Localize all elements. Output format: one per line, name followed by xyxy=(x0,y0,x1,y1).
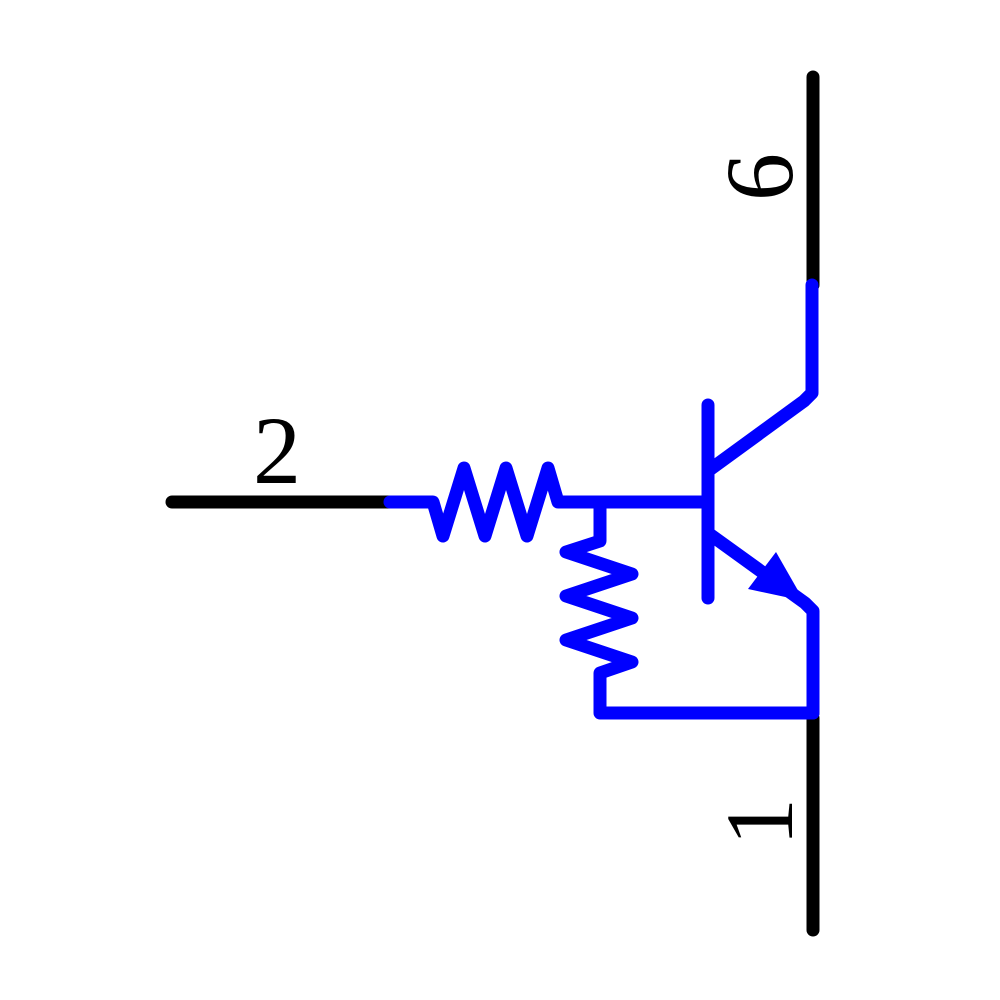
pin2-label: 2 xyxy=(253,397,301,504)
pin6-label: 6 xyxy=(706,153,813,201)
emitter-arrow-icon xyxy=(748,552,804,601)
pin-stubs xyxy=(165,70,820,937)
pin1-label: 1 xyxy=(706,798,813,846)
base-resistor xyxy=(383,461,709,543)
emitter-wire xyxy=(701,526,820,720)
base-emitter-resistor xyxy=(559,495,820,720)
internal-wiring xyxy=(383,278,820,720)
collector-wire xyxy=(701,278,819,478)
